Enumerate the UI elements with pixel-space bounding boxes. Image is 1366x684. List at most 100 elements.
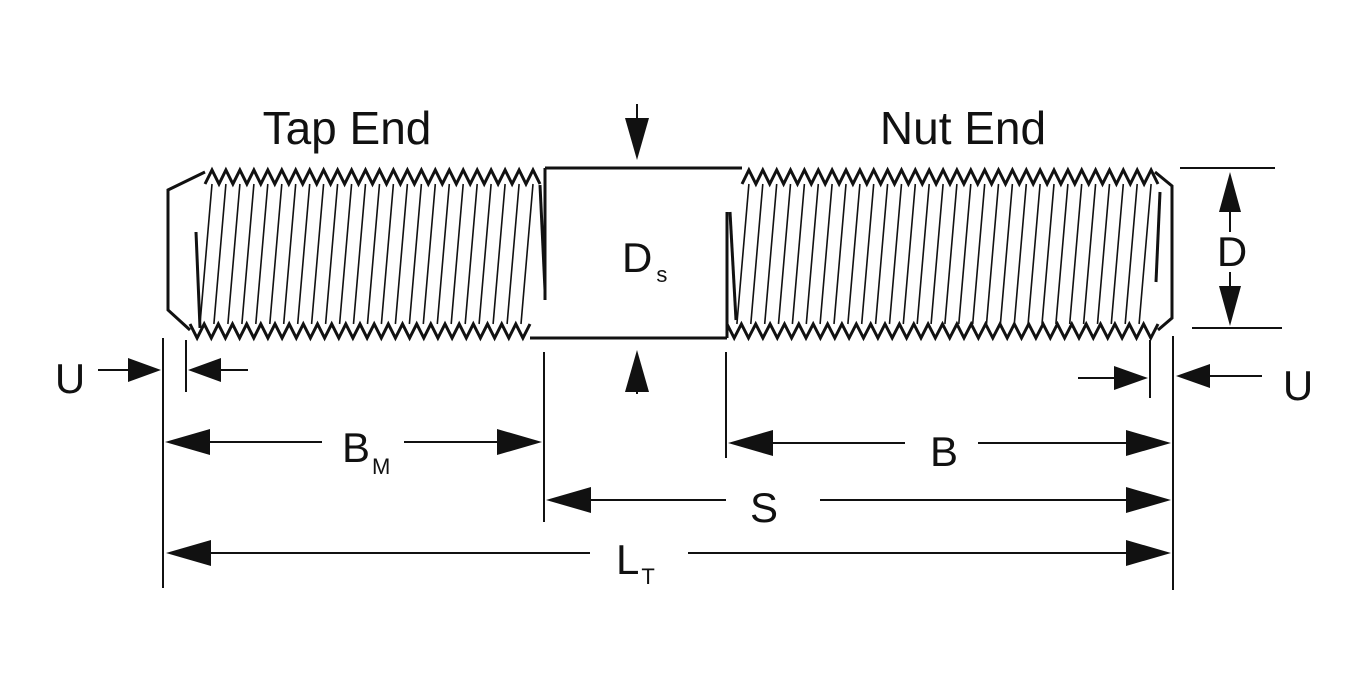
nut-end-runout xyxy=(1154,191,1162,283)
thread-line xyxy=(1110,183,1125,325)
thread-line xyxy=(1096,183,1111,325)
thread-line xyxy=(352,183,367,325)
thread-line xyxy=(199,183,213,325)
thread-line xyxy=(958,183,972,325)
thread-line xyxy=(1068,183,1083,325)
thread-line xyxy=(520,183,534,325)
u-left-inner-arrowhead xyxy=(188,358,221,382)
d-label: D xyxy=(1217,228,1247,275)
thread-line xyxy=(380,183,395,325)
b-label: B xyxy=(930,428,958,475)
lt-label-subscript: T xyxy=(641,564,654,589)
thread-line xyxy=(750,183,764,325)
d-top-arrowhead xyxy=(1219,172,1241,212)
thread-line xyxy=(255,183,269,325)
thread-line xyxy=(1082,183,1097,325)
lt-left-arrowhead xyxy=(166,540,211,566)
thread-line xyxy=(930,183,944,325)
bm-left-arrowhead xyxy=(165,429,210,455)
thread-line xyxy=(422,183,437,325)
thread-line xyxy=(860,183,875,325)
s-right-arrowhead xyxy=(1126,487,1171,513)
thread-line xyxy=(888,183,903,325)
s-label: S xyxy=(750,484,778,531)
u-left-label: U xyxy=(55,355,85,402)
bm-label-main: B xyxy=(342,424,370,471)
thread-line xyxy=(736,183,750,325)
lt-label-main: L xyxy=(616,536,639,583)
thread-line xyxy=(269,183,283,325)
thread-line xyxy=(296,183,311,325)
b-right-arrowhead xyxy=(1126,430,1171,456)
shank xyxy=(530,166,742,340)
thread-line xyxy=(902,183,917,325)
u-left-dimension: U xyxy=(55,355,248,402)
bm-dimension: BM xyxy=(165,424,542,479)
stud-body xyxy=(166,166,1174,342)
thread-line xyxy=(985,183,1000,325)
thread-line xyxy=(944,183,958,325)
thread-line xyxy=(464,183,478,325)
nut-end-bottom-crests xyxy=(725,320,1160,342)
nut-end-label: Nut End xyxy=(880,102,1046,154)
thread-line xyxy=(819,183,833,325)
thread-line xyxy=(1027,183,1041,325)
thread-line xyxy=(282,183,297,325)
thread-line xyxy=(971,183,986,325)
thread-line xyxy=(227,183,241,325)
thread-line xyxy=(366,183,381,325)
nut-end-thread-lines xyxy=(736,183,1152,325)
tap-end-chamfer xyxy=(166,170,206,332)
thread-line xyxy=(833,183,847,325)
thread-line xyxy=(213,183,227,325)
d-bottom-arrowhead xyxy=(1219,286,1241,326)
thread-line xyxy=(791,183,806,325)
thread-line xyxy=(1041,183,1055,325)
nut-end-thread-start xyxy=(728,211,738,321)
thread-line xyxy=(1124,183,1138,325)
ds-top-arrowhead xyxy=(625,118,649,160)
thread-line xyxy=(805,183,820,325)
ds-label-main: D xyxy=(622,234,652,281)
bm-label: BM xyxy=(342,424,390,479)
u-right-arrowhead xyxy=(1176,364,1210,388)
tap-end-thread-lines xyxy=(199,183,534,325)
bm-right-arrowhead xyxy=(497,429,542,455)
bm-label-subscript: M xyxy=(372,454,390,479)
thread-line xyxy=(241,183,255,325)
thread-line xyxy=(436,183,451,325)
u-right-inner-arrowhead xyxy=(1114,366,1148,390)
b-dimension: B xyxy=(728,428,1171,475)
thread-line xyxy=(916,183,930,325)
thread-line xyxy=(874,183,889,325)
thread-line xyxy=(324,183,339,325)
tap-end-label: Tap End xyxy=(263,102,432,154)
thread-line xyxy=(310,183,325,325)
d-dimension: D xyxy=(1180,167,1282,329)
thread-line xyxy=(492,183,506,325)
u-right-label: U xyxy=(1283,362,1313,409)
tap-end-runout xyxy=(194,231,202,329)
thread-line xyxy=(1013,183,1028,325)
thread-line xyxy=(450,183,464,325)
tap-end-top-crests xyxy=(203,166,542,188)
thread-line xyxy=(394,183,409,325)
thread-line xyxy=(408,183,423,325)
nut-end-chamfer xyxy=(1154,170,1174,332)
thread-line xyxy=(763,183,778,325)
thread-line xyxy=(1138,183,1152,325)
tap-end-thread xyxy=(166,166,547,342)
thread-line xyxy=(999,183,1014,325)
thread-line xyxy=(847,183,861,325)
nut-end-top-crests xyxy=(740,166,1160,188)
b-left-arrowhead xyxy=(728,430,773,456)
ds-label-subscript: s xyxy=(656,262,667,287)
thread-line xyxy=(777,183,792,325)
nut-end-thread xyxy=(725,166,1174,342)
thread-line xyxy=(506,183,520,325)
ds-bottom-arrowhead xyxy=(625,350,649,392)
